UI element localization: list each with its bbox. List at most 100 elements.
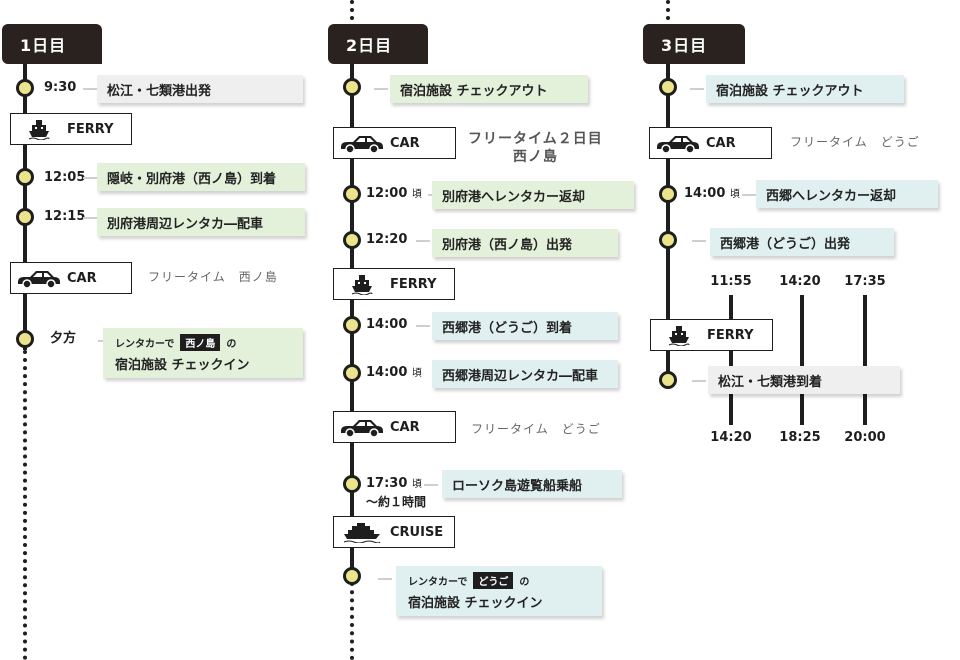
connector [83, 177, 97, 179]
free-time-note: フリータイム２日目 西ノ島 [468, 130, 603, 166]
timeline-node [16, 208, 34, 226]
connector [83, 88, 97, 90]
timeline-node [343, 231, 361, 249]
event-arrive-matsue: 松江・七類港到着 [708, 366, 900, 394]
connector [378, 578, 392, 580]
time-value: 14:00 [684, 186, 726, 201]
event-depart-saigo: 西郷港（どうご）出発 [710, 228, 894, 256]
time-label: 17:30 頃 [366, 476, 422, 493]
ferry-icon [651, 324, 707, 346]
connector [692, 240, 706, 242]
car-label: CAR [706, 135, 736, 151]
location-badge: 西ノ島 [180, 333, 221, 351]
connector [374, 88, 388, 90]
departure-time: 14:20 [779, 274, 821, 289]
car-icon [334, 416, 390, 438]
duration-label: 〜約１時間 [366, 495, 427, 509]
timeline-node [343, 475, 361, 493]
car-box: CAR [10, 262, 132, 294]
timeline-node [343, 185, 361, 203]
time-label: 14:00 [366, 317, 408, 332]
event-rental-pickup: 別府港周辺レンタカ―配車 [97, 208, 305, 236]
ferry-label: FERRY [707, 327, 754, 343]
timeline-node [16, 168, 34, 186]
car-label: CAR [390, 419, 420, 435]
timeline-node [659, 231, 677, 249]
location-badge: どうご [473, 571, 514, 589]
car-icon [11, 267, 67, 289]
arrival-time: 18:25 [779, 430, 821, 445]
timeline-node [659, 78, 677, 96]
timeline-line [666, 60, 670, 382]
event-arrive-saigo: 西郷港（どうご）到着 [432, 312, 618, 340]
time-label: 12:00 頃 [366, 186, 422, 203]
time-label: 12:15 [44, 209, 86, 224]
car-box: CAR [333, 411, 456, 443]
car-icon [650, 132, 706, 154]
timeline-node [16, 79, 34, 97]
timeline-line [23, 60, 27, 350]
event-depart-beppu: 別府港（西ノ島）出発 [432, 229, 618, 257]
event-checkin: レンタカーで どうご の 宿泊施設 チェックイン [396, 566, 602, 616]
day1-header: 1日目 [2, 24, 102, 64]
event-arrive-beppu: 隠岐・別府港（西ノ島）到着 [97, 163, 305, 191]
free-time-note: フリータイム 西ノ島 [148, 270, 278, 284]
timeline-node [16, 330, 34, 348]
connector [83, 217, 97, 219]
cruise-icon [334, 521, 390, 543]
ferry-time-bar [800, 295, 804, 425]
ferry-icon [334, 273, 390, 295]
arrival-time: 14:20 [710, 430, 752, 445]
timeline-node [659, 371, 677, 389]
ferry-box: FERRY [10, 113, 132, 145]
timeline-dots [23, 350, 27, 660]
cruise-label: CRUISE [390, 524, 444, 540]
ferry-label: FERRY [67, 121, 114, 137]
timeline-node [343, 567, 361, 585]
ferry-icon [11, 118, 67, 140]
time-label: 12:20 [366, 232, 408, 247]
event-rental-return: 別府港へレンタカー返却 [432, 181, 634, 209]
connector [424, 484, 438, 486]
time-value: 17:30 [366, 476, 408, 491]
time-suffix: 頃 [411, 189, 422, 200]
timeline-node [659, 185, 677, 203]
timeline-dots-top [666, 0, 670, 28]
car-box: CAR [649, 127, 772, 159]
checkin-pre: レンタカーで [408, 576, 468, 588]
timeline-node [343, 364, 361, 382]
time-suffix: 頃 [411, 479, 422, 490]
checkin-pre: レンタカーで [115, 338, 175, 350]
time-label: 14:00 頃 [684, 186, 740, 203]
car-label: CAR [67, 270, 97, 286]
timeline-dots [350, 582, 354, 660]
time-label: 12:05 [44, 170, 86, 185]
connector [742, 194, 756, 196]
departure-time: 17:35 [844, 274, 886, 289]
day2-header: 2日目 [328, 24, 428, 64]
ferry-time-bar [863, 295, 867, 425]
car-box: CAR [333, 127, 456, 159]
time-suffix: 頃 [729, 189, 740, 200]
time-value: 12:00 [366, 186, 408, 201]
connector [690, 88, 704, 90]
free-time-line2: 西ノ島 [512, 149, 558, 165]
ferry-box: FERRY [650, 319, 773, 351]
checkin-post: の [226, 338, 237, 350]
event-rental-return: 西郷へレンタカー返却 [756, 180, 938, 208]
time-label: 9:30 [44, 80, 77, 95]
day1-column: 1日目 9:30 松江・七類港出発 FERRY 12:05 隠岐・別府港（西ノ島… [0, 0, 320, 660]
car-label: CAR [390, 135, 420, 151]
time-label: 夕方 [50, 331, 77, 346]
day2-column: 2日目 宿泊施設 チェックアウト CAR フリータイム２日目 西ノ島 12:00… [320, 0, 640, 660]
event-checkout: 宿泊施設 チェックアウト [390, 75, 588, 103]
ferry-time-bar [729, 295, 733, 425]
event-cruise: ローソク島遊覧船乗船 [442, 470, 622, 498]
time-value: 14:00 [366, 365, 408, 380]
time-label: 14:00 頃 [366, 365, 422, 382]
ferry-box: FERRY [333, 268, 455, 300]
checkin-sub: レンタカーで どうご の [408, 571, 530, 589]
checkin-post: の [519, 576, 530, 588]
checkin-main: 宿泊施設 チェックイン [408, 595, 543, 611]
day3-header: 3日目 [643, 24, 745, 64]
